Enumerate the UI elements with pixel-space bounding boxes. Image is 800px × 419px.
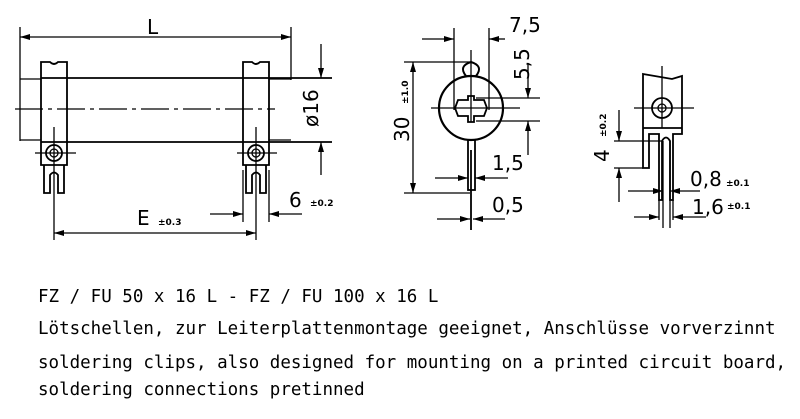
dim-diameter-label: ø16 [299, 89, 323, 127]
caption-english-2: soldering connections pretinned [38, 380, 365, 400]
dim-lead-thickness-label: 0,5 [492, 193, 524, 217]
dim-e-tol: ±0.3 [158, 218, 181, 228]
dim-clip-width-tol: ±0.2 [310, 199, 333, 209]
dim-height-tol: ±1.0 [401, 81, 411, 104]
dim-slot-depth-label: 4 [590, 149, 614, 162]
dim-slot-depth-tol: ±0.2 [599, 114, 609, 137]
dim-lead-width-label: 1,5 [492, 151, 524, 175]
dim-prong-width-label: 1,6 [692, 195, 724, 219]
caption-german: Lötschellen, zur Leiterplattenmontage ge… [38, 319, 776, 339]
dim-height-label: 30 [390, 117, 414, 142]
caption-models: FZ / FU 50 x 16 L - FZ / FU 100 x 16 L [38, 287, 439, 307]
dim-tab-width-label: 7,5 [509, 13, 541, 37]
dim-length-label: L [147, 15, 159, 39]
dim-clip-width-label: 6 [289, 188, 302, 212]
side-view [15, 27, 332, 240]
dim-e-label: E [137, 206, 150, 230]
clip-detail-view [614, 66, 706, 228]
dim-prong-width-tol: ±0.1 [727, 202, 750, 212]
caption-english-1: soldering clips, also designed for mount… [38, 353, 787, 373]
dim-tab-height-label: 5,5 [510, 48, 534, 80]
end-view [404, 28, 540, 230]
dim-slot-width-label: 0,8 [690, 167, 722, 191]
dim-slot-width-tol: ±0.1 [726, 179, 749, 189]
